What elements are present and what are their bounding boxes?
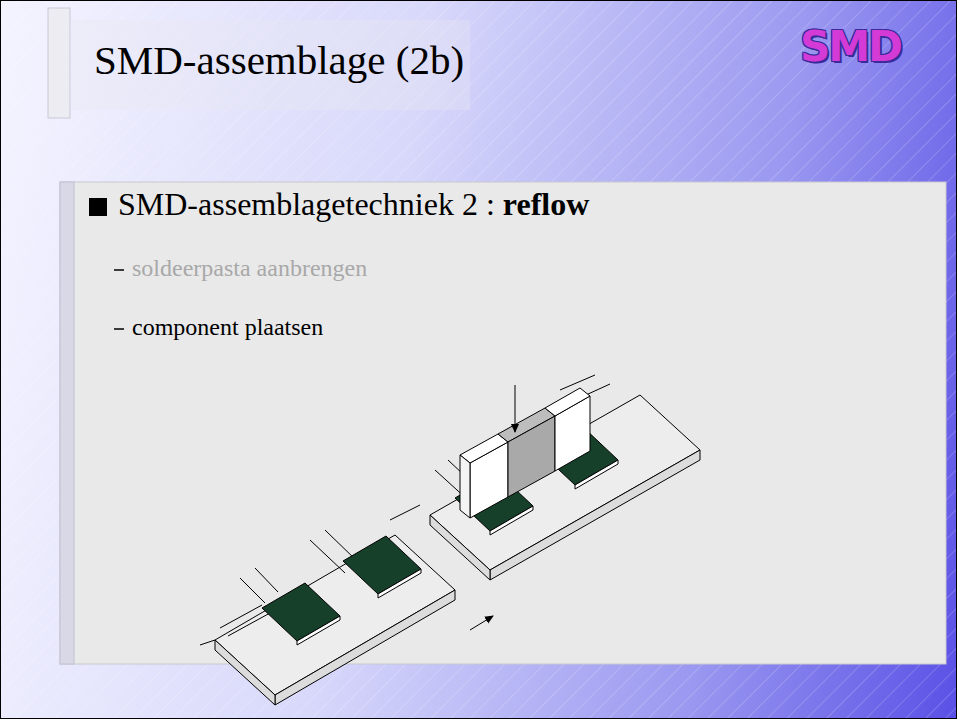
sub-bullet: component plaatsen <box>132 314 323 341</box>
bullet-text-bold: reflow <box>503 186 589 223</box>
slide-title: SMD-assemblage (2b) <box>94 36 464 84</box>
smd-logo: SMD <box>800 22 901 71</box>
sub-bullet-greyed: soldeerpasta aanbrengen <box>132 255 367 282</box>
bullet-text: SMD-assemblagetechniek 2 : <box>118 186 495 223</box>
